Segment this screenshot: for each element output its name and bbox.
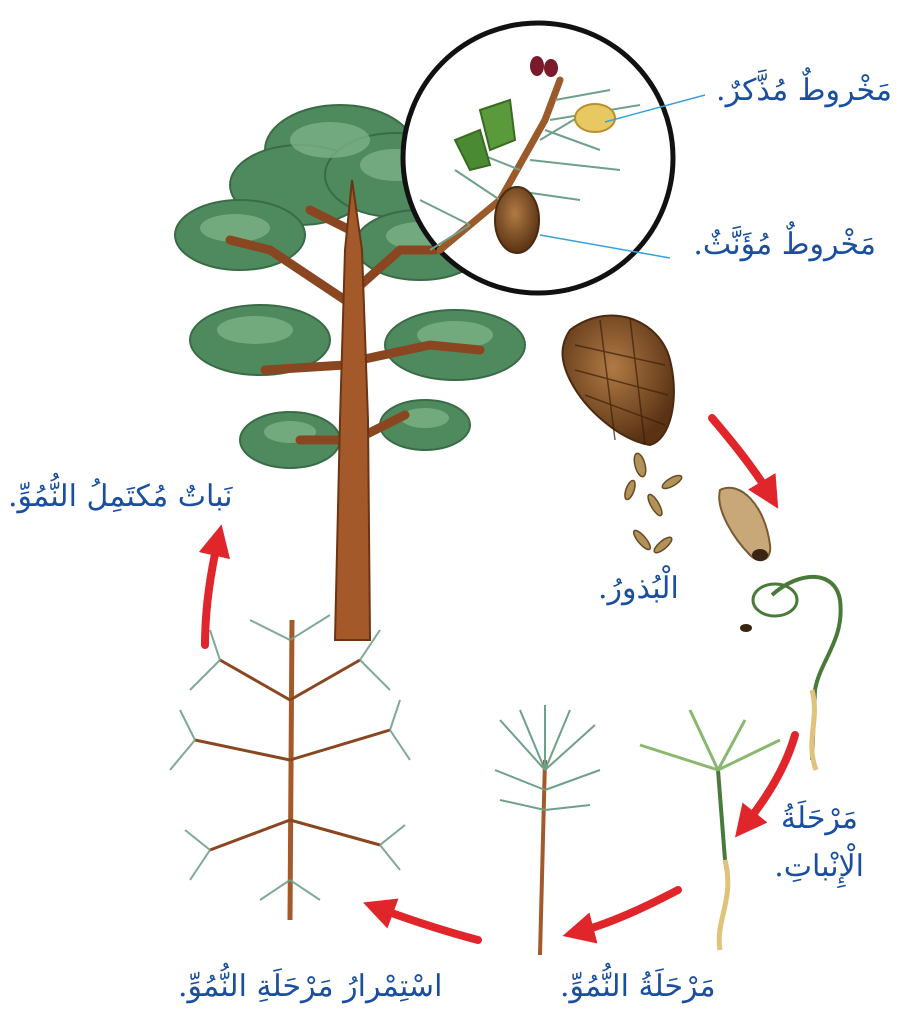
red-bud xyxy=(530,56,544,76)
continued-growth-label: اسْتِمْرارُ مَرْحَلَةِ النُّمُوِّ. xyxy=(178,968,442,1006)
female-cone-label: مَخْروطٌ مُؤَنَّثٌ. xyxy=(693,226,876,264)
seeds-label: الْبُذورُ. xyxy=(598,570,679,608)
arrow-to-continued xyxy=(378,908,478,940)
red-bud xyxy=(544,59,558,77)
germination-label-line2: الْإِنْباتِ. xyxy=(774,848,864,886)
growth-stage-label: مَرْحَلَةُ النُّمُوِّ. xyxy=(560,968,716,1006)
arrow-cone-to-seed xyxy=(712,418,770,495)
arrow-to-mature xyxy=(205,540,218,645)
small-sapling-icon xyxy=(495,705,600,955)
large-pine-cone-icon xyxy=(563,316,674,445)
germination-label-line1: مَرْحَلَةُ xyxy=(781,800,858,838)
arrow-to-growth xyxy=(578,890,678,932)
seeds-icon xyxy=(623,452,684,555)
male-cone-label: مَخْروطٌ مُذَّكرٌ. xyxy=(716,72,892,110)
winged-seed-icon xyxy=(719,488,770,561)
young-pine-icon xyxy=(170,615,410,920)
sprout-seedling-icon xyxy=(640,710,780,950)
mature-plant-label: نَباتٌ مُكتَمِلُ النُّمُوِّ. xyxy=(8,478,233,516)
brown-cone-small xyxy=(495,187,539,253)
magnifier-circle-icon xyxy=(403,23,673,293)
yellow-male-cone xyxy=(575,104,615,132)
